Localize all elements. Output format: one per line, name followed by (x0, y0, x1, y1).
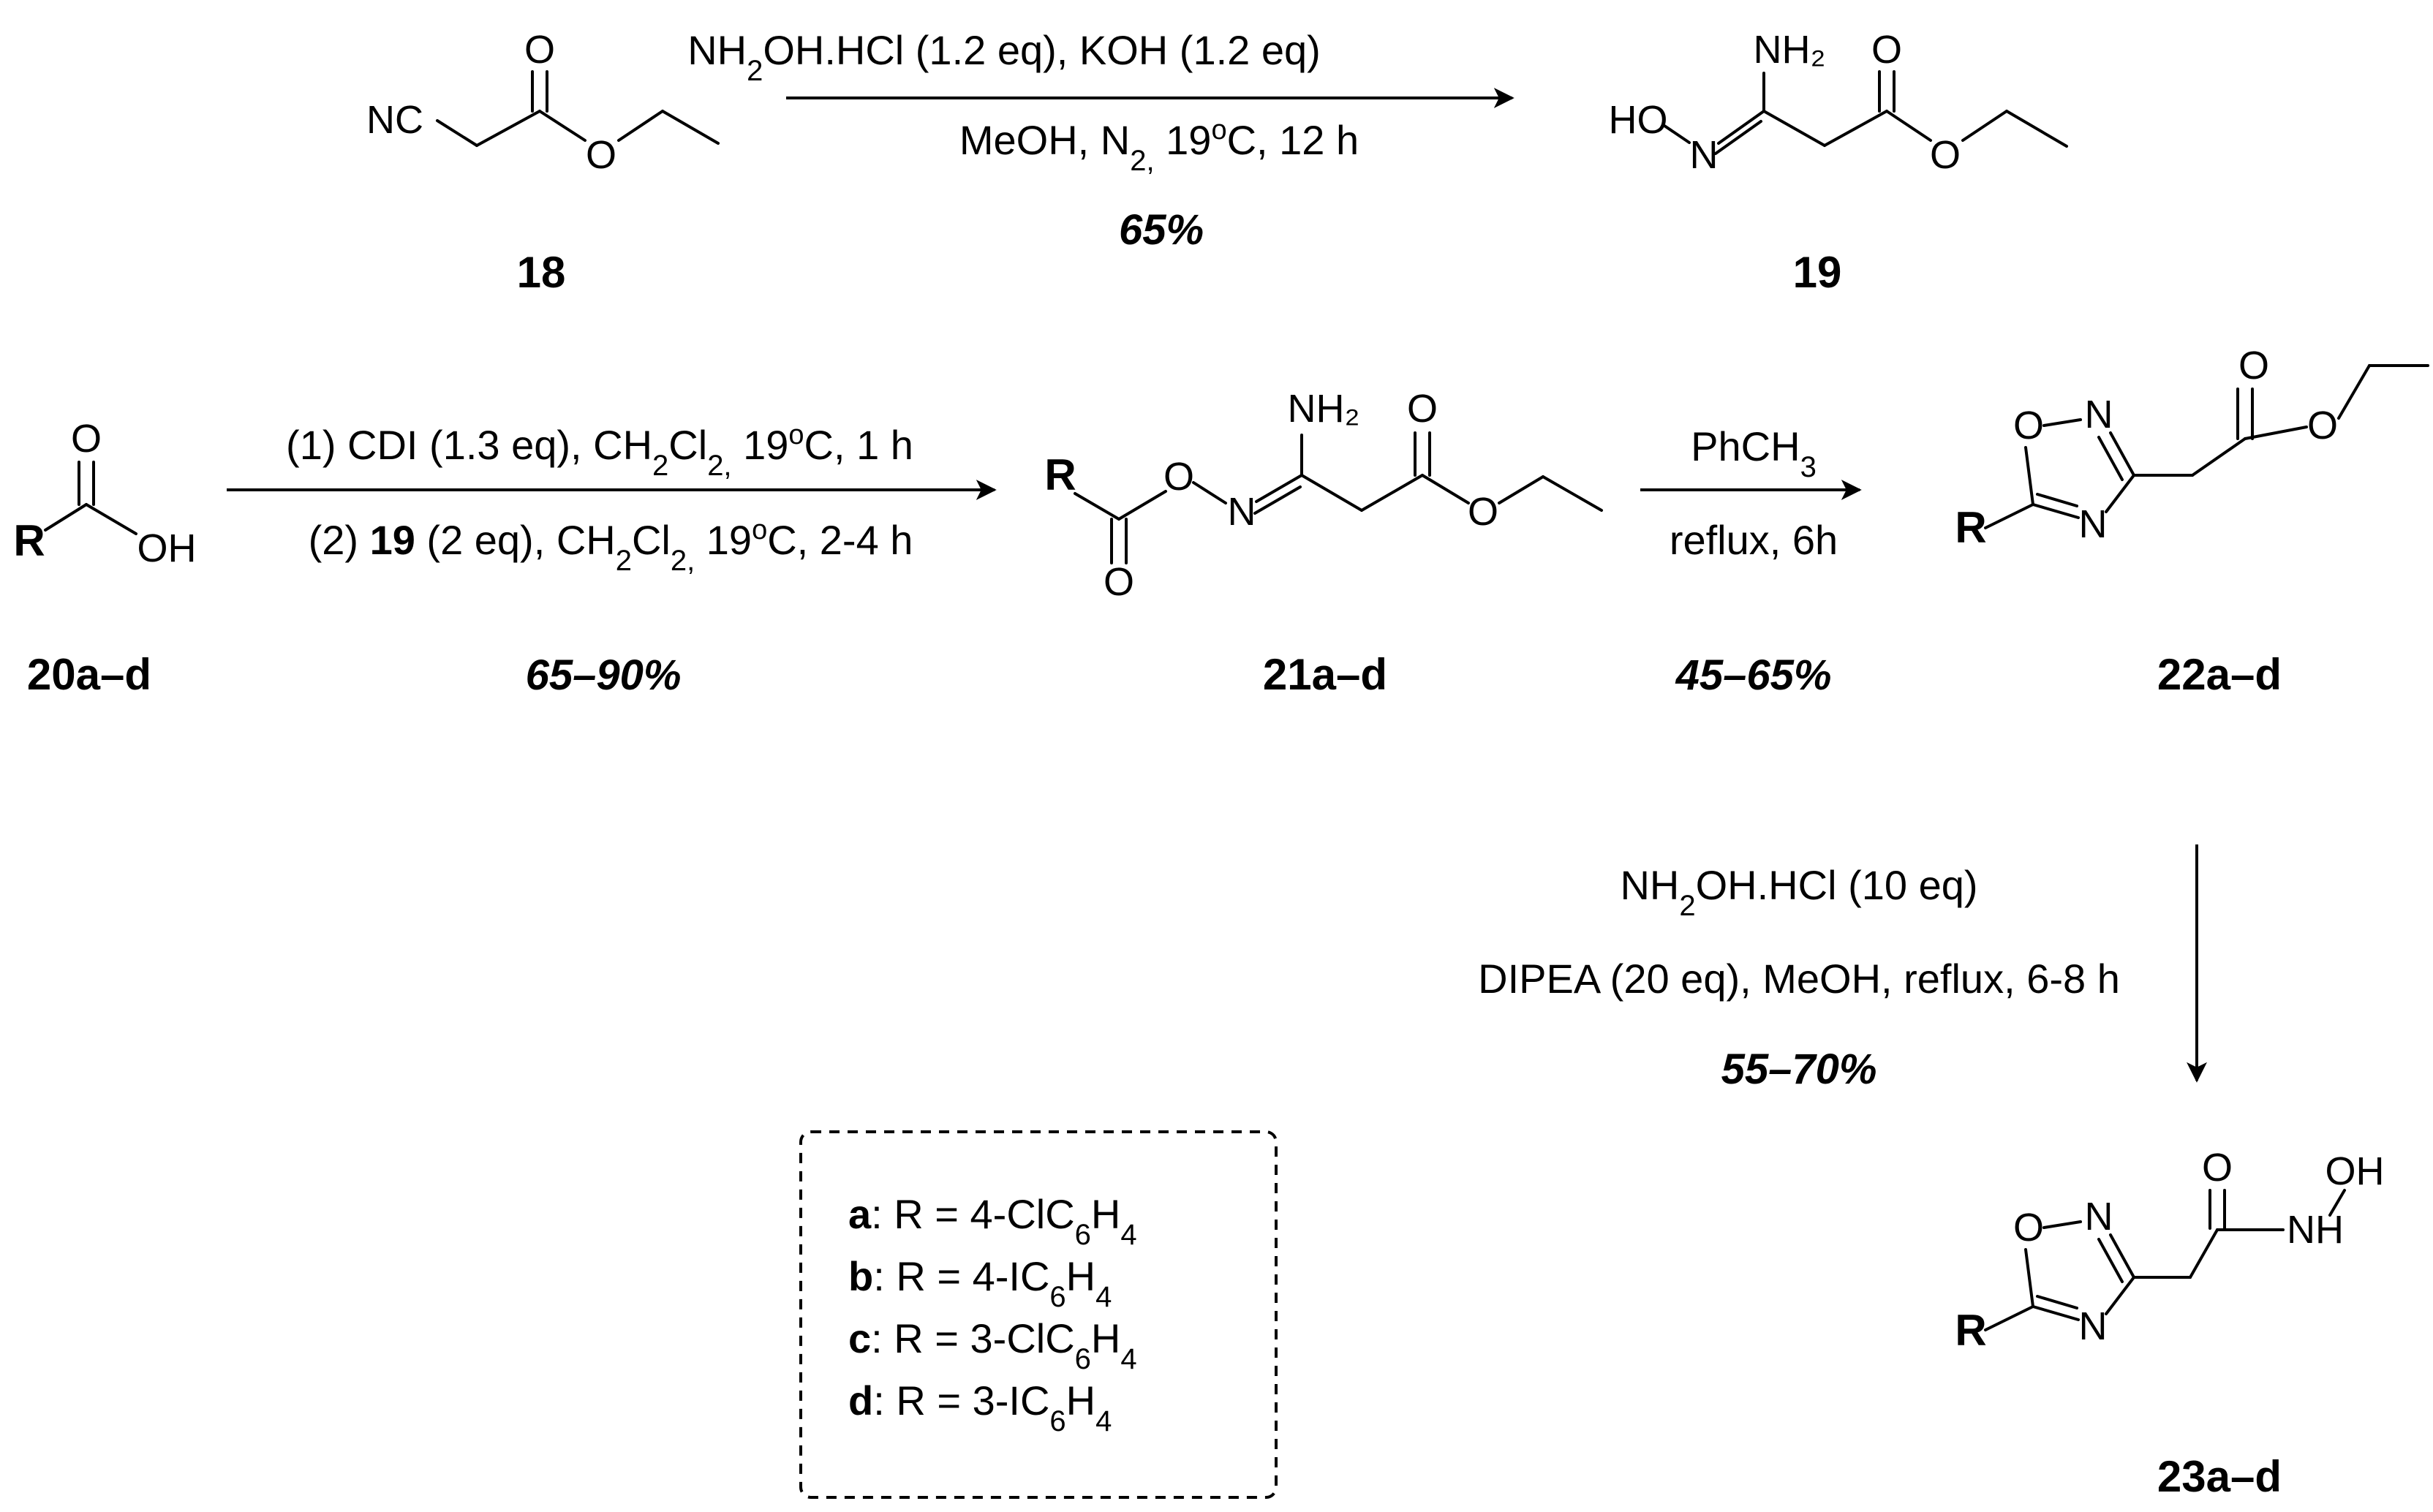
atom-r: R (1955, 1306, 1986, 1355)
atom-n-ring-bottom: N (2079, 502, 2108, 546)
atom-nh2: NH₂ (1754, 28, 1826, 72)
atom-o-ester: O (586, 133, 616, 177)
atom-n: N (1690, 133, 1719, 177)
conditions-line-2: reflux, 6h (1670, 517, 1838, 563)
atom-o-carbonyl: O (1871, 28, 1902, 72)
bonds-20 (44, 461, 137, 535)
yield: 55–70% (1721, 1046, 1877, 1093)
compound-label: 20a–d (27, 650, 151, 699)
compound-label: 23a–d (2157, 1452, 2282, 1501)
bonds-22 (1984, 364, 2429, 529)
conditions-line-1: NH2OH.HCl (10 eq) (1620, 862, 1977, 922)
atom-o-ring: O (2013, 404, 2044, 447)
step-2: (1) CDI (1.3 eq), CH2Cl2, 19oC, 1 h (2) … (227, 420, 997, 699)
compound-label: 18 (517, 248, 566, 297)
atom-o-carbonyl: O (524, 28, 555, 72)
atom-o-ester: O (2307, 404, 2338, 447)
atom-o-carbonyl: O (2202, 1146, 2233, 1190)
atom-o-carbonyl: O (1407, 387, 1438, 431)
atom-oh: OH (2326, 1149, 2385, 1193)
atom-o-acyl: O (1104, 560, 1134, 604)
compound-19: NH₂ HO N O O 19 (1609, 28, 2068, 297)
step-4: NH2OH.HCl (10 eq) DIPEA (20 eq), MeOH, r… (1478, 844, 2207, 1093)
atom-ho: HO (1609, 98, 1668, 142)
legend-entry-c: c: R = 3-ClC6H4 (848, 1315, 1137, 1375)
atom-o-carbonyl: O (2238, 344, 2269, 388)
legend-dashed-border (799, 1130, 1278, 1499)
atom-n-ring-top: N (2085, 393, 2113, 436)
bonds-19 (1663, 70, 2068, 155)
conditions-line-2: MeOH, N2, 19oC, 12 h (959, 115, 1359, 177)
bonds-18 (436, 70, 720, 147)
atom-o-ester: O (1468, 490, 1498, 534)
compound-18: NC O O 18 (366, 28, 720, 297)
conditions-line-2: (2) 19 (2 eq), CH2Cl2, 19oC, 2-4 h (309, 515, 913, 577)
atom-nh2: NH₂ (1288, 387, 1360, 431)
bonds-21 (1074, 431, 1603, 564)
atom-r: R (1955, 503, 1986, 552)
legend-entry-a: a: R = 4-ClC6H4 (848, 1191, 1137, 1251)
compound-21: NH₂ O R O N O O 21a–d (1044, 387, 1603, 699)
compound-label: 22a–d (2157, 650, 2282, 699)
atom-o-carbonyl: O (71, 417, 102, 461)
atom-nc: NC (366, 98, 423, 142)
compound-20: O R OH 20a–d (13, 417, 196, 699)
atom-n-ring-bottom: N (2079, 1304, 2108, 1348)
yield: 65–90% (526, 651, 682, 699)
step-3: PhCH3 reflux, 6h 45–65% (1640, 423, 1862, 699)
atom-o-ring: O (2013, 1206, 2044, 1250)
atom-r: R (1044, 450, 1076, 499)
yield: 45–65% (1675, 651, 1832, 699)
compound-23: O OH O N NH N R 23a–d (1955, 1146, 2384, 1501)
legend-entry-b: b: R = 4-IC6H4 (848, 1253, 1112, 1313)
atom-n-ring-top: N (2085, 1195, 2113, 1239)
step-1: NH2OH.HCl (1.2 eq), KOH (1.2 eq) MeOH, N… (687, 27, 1515, 254)
legend-entry-d: d: R = 3-IC6H4 (848, 1377, 1112, 1437)
conditions-line-2: DIPEA (20 eq), MeOH, reflux, 6-8 h (1478, 956, 2120, 1002)
substituent-legend: a: R = 4-ClC6H4 b: R = 4-IC6H4 c: R = 3-… (799, 1130, 1278, 1499)
atom-nh: NH (2287, 1208, 2344, 1252)
conditions-line-1: PhCH3 (1691, 423, 1817, 483)
compound-label: 21a–d (1263, 650, 1387, 699)
conditions-line-1: NH2OH.HCl (1.2 eq), KOH (1.2 eq) (687, 27, 1321, 87)
atom-r: R (13, 516, 45, 565)
atom-oh: OH (137, 526, 197, 570)
compound-label: 19 (1793, 248, 1842, 297)
bonds-23 (1984, 1189, 2346, 1331)
conditions-line-1: (1) CDI (1.3 eq), CH2Cl2, 19oC, 1 h (286, 420, 913, 482)
atom-n: N (1228, 490, 1256, 534)
yield: 65% (1119, 206, 1204, 254)
atom-o-link: O (1163, 455, 1194, 499)
atom-o-ester: O (1930, 133, 1961, 177)
compound-22: O O N O N R 22a–d (1955, 344, 2429, 699)
